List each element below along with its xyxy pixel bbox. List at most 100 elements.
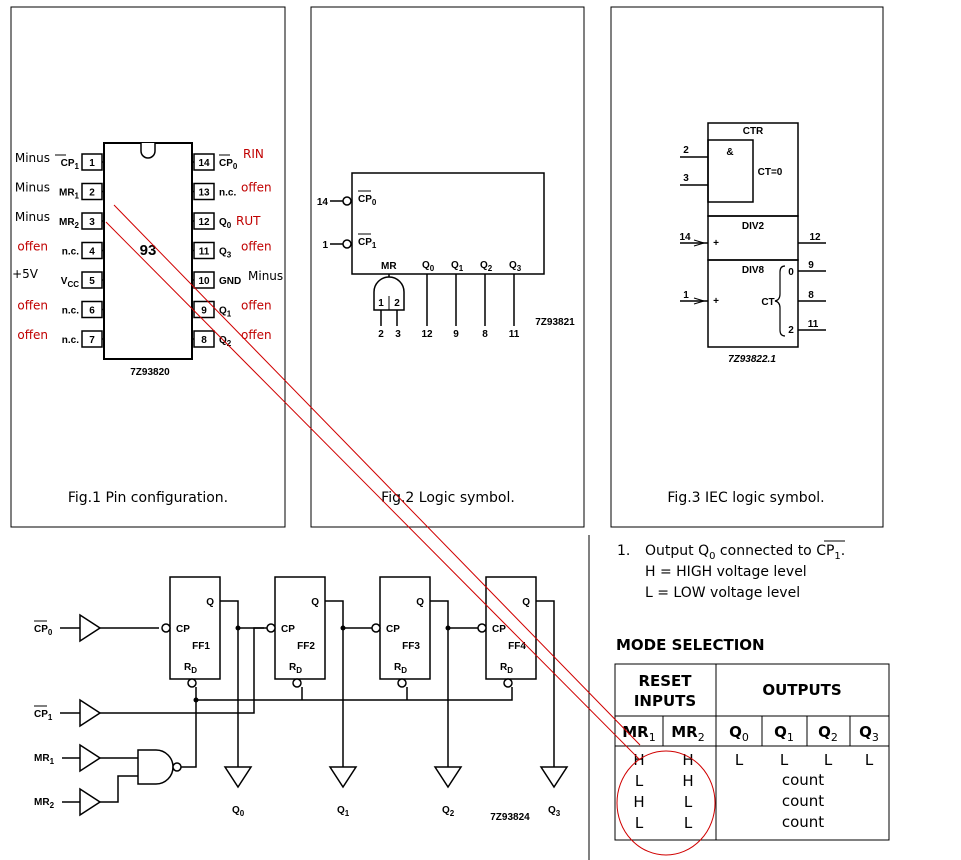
output-pin: 11 [509, 329, 520, 340]
pin-number: 1 [89, 158, 95, 169]
red-line-mr2 [105, 221, 641, 761]
in1-label: 1 [683, 290, 689, 301]
nand-gate [137, 749, 174, 785]
ct-brace [774, 265, 786, 337]
junction [340, 625, 346, 631]
chip-label: 93 [140, 242, 157, 259]
ff-clock-bubble [266, 623, 276, 633]
ff-clock-bubble [161, 623, 171, 633]
fig3-code: 7Z93822.1 [728, 354, 776, 365]
ff-clock-bubble [371, 623, 381, 633]
div8-label: DIV8 [742, 265, 765, 276]
pin-name: MR1 [59, 188, 80, 201]
pin-name: MR2 [59, 217, 80, 230]
pin-number: 11 [199, 247, 210, 258]
fig3-frame [610, 6, 884, 528]
ff-cp-label: CP [281, 624, 295, 635]
cp0-bubble [342, 196, 352, 206]
out9-label: 9 [808, 260, 814, 271]
pin-annotation: RUT [236, 214, 261, 228]
fig4-output-label: Q2 [442, 805, 455, 818]
ff-name: FF3 [402, 641, 420, 652]
pin-annotation: Minus [15, 181, 50, 195]
fig4-logic-diagram: CP0 CP1 MR1 MR2 QCPFF1RDQ0QCPFF2RDQ1QCPF… [34, 576, 569, 823]
fig2-frame [310, 6, 585, 528]
pin-annotation: offen [241, 328, 272, 342]
junction [445, 625, 451, 631]
ct-label: CT [761, 297, 774, 308]
mr-pin1: 2 [378, 329, 384, 340]
ff-name: FF2 [297, 641, 315, 652]
output-buffer [223, 766, 253, 789]
count-cell: count [782, 771, 824, 789]
div8-block [707, 259, 799, 348]
ff-name: FF1 [192, 641, 210, 652]
column-header: Q3 [859, 723, 879, 744]
and-block [707, 139, 754, 203]
wire-mr2-nand [100, 775, 138, 803]
mr-in1: 1 [378, 298, 384, 309]
pin-annotation: RIN [243, 147, 264, 161]
in-cp0-label: CP0 [34, 624, 53, 637]
fig3-caption: Fig.3 IEC logic symbol. [667, 490, 824, 506]
fig1-pin-configuration: 93 7Z93820 1CP1Minus2MR1Minus3MR2Minus4n… [12, 142, 283, 506]
column-header: Q0 [729, 723, 749, 744]
rd-junction [193, 697, 199, 703]
ff-rd-label: RD [394, 662, 407, 675]
pin-number: 7 [89, 335, 95, 346]
cp1-pin: 1 [322, 240, 328, 251]
ff-rd-bubble [397, 678, 407, 688]
pin-name: n.c. [62, 247, 79, 258]
cp0-pin: 14 [317, 197, 329, 208]
fig4-code: 7Z93824 [490, 812, 530, 823]
buffer-mr2 [79, 787, 102, 817]
column-header: Q1 [774, 723, 794, 744]
cp0-label: CP0 [358, 194, 377, 207]
pin-name: CP1 [61, 158, 80, 171]
ff-rd-bubble [503, 678, 513, 688]
ff-rd-bubble [292, 678, 302, 688]
table-cell: L [865, 751, 874, 769]
fig2-code: 7Z93821 [535, 317, 575, 328]
in14-clock-mark [693, 239, 706, 247]
out12-label: 12 [809, 232, 821, 243]
pin-name: Q0 [219, 217, 232, 230]
cp1-bubble [342, 239, 352, 249]
pin-annotation: offen [17, 240, 48, 254]
count-cell: count [782, 792, 824, 810]
pin-name: n.c. [62, 335, 79, 346]
pin-annotation: Minus [15, 151, 50, 165]
column-header: MR2 [671, 723, 704, 744]
output-buffer [539, 766, 569, 789]
note1: 1. Output Q0 connected to CP1. [617, 543, 845, 562]
pin-number: 14 [198, 158, 210, 169]
fig2-caption: Fig.2 Logic symbol. [381, 490, 515, 506]
table-frame [614, 663, 890, 841]
div8-plus: + [713, 296, 719, 307]
nand-bubble [172, 762, 182, 772]
table-cell: L [735, 751, 744, 769]
flip-flop [274, 576, 326, 680]
fig4-output-label: Q1 [337, 805, 350, 818]
q-wire [220, 600, 239, 767]
pin-name: GND [219, 276, 241, 287]
pin-annotation: offen [241, 240, 272, 254]
fig1-frame [10, 6, 286, 528]
outputs-header: OUTPUTS [762, 681, 841, 699]
output-buffer [433, 766, 463, 789]
pin-number: 8 [201, 335, 207, 346]
buffer-cp1 [79, 698, 102, 728]
ff-rd-label: RD [184, 662, 197, 675]
in-mr1-label: MR1 [34, 753, 55, 766]
pin-number: 12 [198, 217, 210, 228]
rd-bus [196, 687, 513, 701]
fig1-pins: 1CP1Minus2MR1Minus3MR2Minus4n.c.offen5VC… [12, 147, 283, 348]
pin-number: 9 [201, 306, 207, 317]
notes: 1. Output Q0 connected to CP1. H = HIGH … [617, 540, 845, 601]
column-header: Q2 [818, 723, 838, 744]
